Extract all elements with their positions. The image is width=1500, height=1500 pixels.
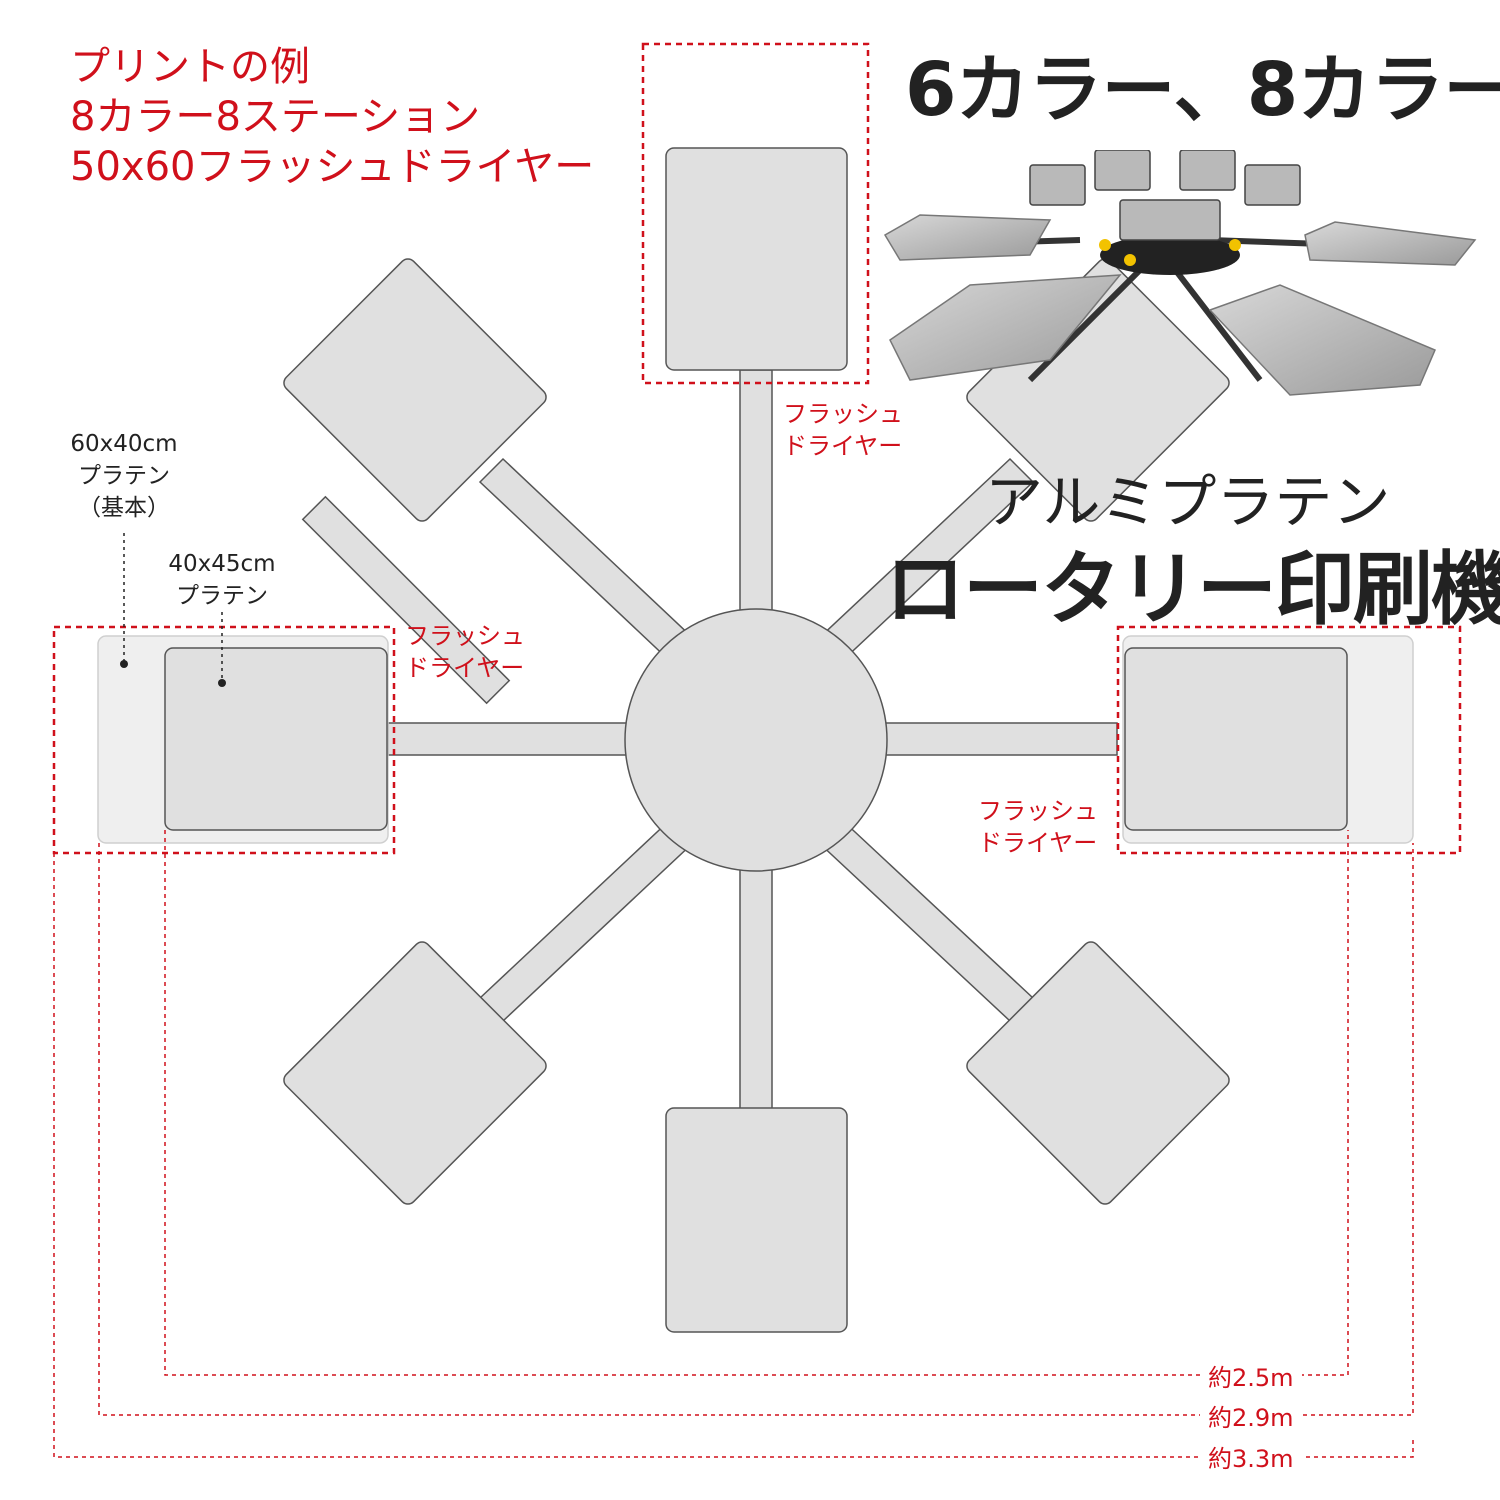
diagonal-arms (478, 457, 1035, 1023)
press-arms (301, 369, 1118, 1111)
platen-bottom-right (966, 941, 1230, 1205)
dimension-label-3-3m: 約3.3m (1200, 1439, 1302, 1474)
arm-bottom (739, 859, 773, 1111)
print-example-block: プリントの例 8カラー8ステーション 50x60フラッシュドライヤー (70, 42, 594, 192)
flash-label-top: フラッシュ ドライヤー (783, 398, 903, 462)
arm-top-left (301, 495, 511, 705)
flash-zone-left (52, 625, 396, 855)
flash-label-line: フラッシュ (783, 400, 903, 428)
headline-colors: 6カラー、8カラー (905, 47, 1500, 133)
leader-lines (123, 533, 223, 682)
flash-label-right: フラッシュ ドライヤー (978, 795, 1098, 859)
flash-dryer-zones (52, 42, 1462, 855)
platen-bottom-left (283, 941, 547, 1205)
headline-machine: ロータリー印刷機 (885, 543, 1500, 636)
center-hub (624, 608, 888, 872)
arm-right (884, 722, 1118, 756)
arm-left (387, 722, 629, 756)
flash-zone-right (1116, 625, 1462, 855)
print-example-title: プリントの例 (70, 44, 310, 90)
platen-top-left (283, 258, 547, 522)
flash-label-line: フラッシュ (978, 797, 1098, 825)
flash-label-left: フラッシュ ドライヤー (405, 620, 525, 684)
arm-diag-bottom-left (478, 816, 697, 1023)
dim-line-3-3m (53, 853, 1414, 1458)
rotary-press-photo-icon (883, 150, 1477, 396)
dim-line-2-5m (164, 830, 1349, 1376)
large-platen-label: 60x40cm プラテン （基本） (64, 428, 184, 524)
platen-bottom (665, 1107, 848, 1333)
small-platen-label: 40x45cm プラテン (162, 548, 282, 612)
dimension-lines (53, 830, 1414, 1458)
flash-label-line: ドライヤー (783, 432, 903, 460)
flash-label-line: フラッシュ (405, 622, 525, 650)
platen-top (665, 147, 848, 371)
arm-top (739, 369, 773, 616)
dimension-label-2-9m: 約2.9m (1200, 1398, 1302, 1433)
dimension-label-2-5m: 約2.5m (1200, 1358, 1302, 1393)
large-platen-size: 60x40cm (70, 431, 178, 457)
flash-label-line: ドライヤー (405, 654, 525, 682)
print-example-dryer: 50x60フラッシュドライヤー (70, 144, 595, 190)
flash-label-line: ドライヤー (978, 829, 1098, 857)
dim-line-2-9m (98, 843, 1414, 1416)
flash-zone-top (641, 42, 870, 385)
leader-dot-icon (218, 679, 226, 687)
platen-right (1124, 647, 1348, 831)
platens (164, 147, 1348, 1333)
platen-left (164, 647, 388, 831)
large-platen-name: プラテン (78, 463, 170, 489)
headline-platen: アルミプラテン (985, 468, 1391, 536)
small-platen-name: プラテン (176, 583, 268, 609)
print-example-config: 8カラー8ステーション (70, 94, 481, 140)
small-platen-size: 40x45cm (168, 551, 276, 577)
large-platen-note: （基本） (78, 495, 170, 521)
leader-dot-icon (120, 660, 128, 668)
